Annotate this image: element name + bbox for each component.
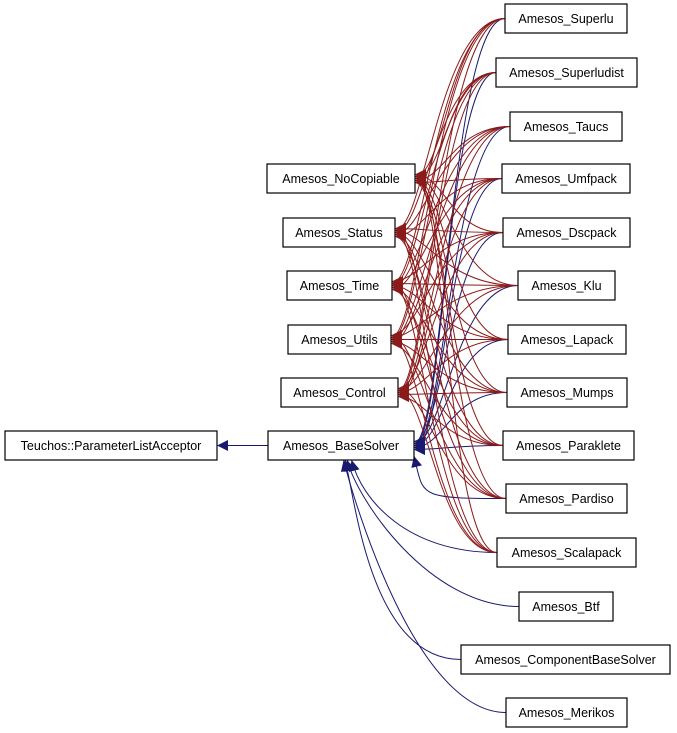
class-node-merikos[interactable]: Amesos_Merikos <box>505 697 628 728</box>
class-box <box>506 377 628 408</box>
class-label: Amesos_Pardiso <box>519 492 614 506</box>
class-box <box>460 644 671 675</box>
edge-pardiso-to-nocopy <box>414 169 507 499</box>
edge-klu-to-base <box>413 285 519 449</box>
class-box <box>287 324 392 355</box>
class-box <box>502 217 631 248</box>
class-box <box>501 163 631 194</box>
class-node-btf[interactable]: Amesos_Btf <box>518 591 614 622</box>
edge-merikos-to-base <box>340 459 507 713</box>
class-node-superlu[interactable]: Amesos_Superlu <box>504 3 628 34</box>
class-label: Amesos_ComponentBaseSolver <box>475 653 656 667</box>
edge-scalapack-to-utils <box>390 332 498 553</box>
class-label: Amesos_Taucs <box>524 120 609 134</box>
class-node-taucs[interactable]: Amesos_Taucs <box>509 111 623 142</box>
edge-btf-to-base <box>344 459 520 607</box>
edge-superlu-to-utils <box>390 18 506 343</box>
class-box <box>505 483 628 514</box>
class-label: Amesos_Mumps <box>520 386 613 400</box>
class-label: Amesos_Utils <box>301 333 377 347</box>
class-label: Amesos_Status <box>295 226 383 240</box>
class-label: Amesos_Superlu <box>518 12 613 26</box>
class-node-paraklete[interactable]: Amesos_Paraklete <box>502 430 635 461</box>
class-node-klu[interactable]: Amesos_Klu <box>517 270 616 301</box>
class-node-scalapack[interactable]: Amesos_Scalapack <box>496 537 637 568</box>
edge-umfpack-to-base <box>413 178 503 455</box>
nodes-layer: Teuchos::ParameterListAcceptor Amesos_Bas… <box>4 3 671 728</box>
class-label: Amesos_Dscpack <box>516 226 617 240</box>
class-node-nocopy[interactable]: Amesos_NoCopiable <box>266 163 416 194</box>
edge-scalapack-to-control <box>397 385 498 553</box>
class-label: Amesos_Btf <box>532 600 600 614</box>
edge-superludist-to-base <box>413 72 497 451</box>
class-box <box>505 697 628 728</box>
class-label: Amesos_BaseSolver <box>283 439 399 453</box>
class-label: Amesos_Superludist <box>509 66 624 80</box>
edge-superludist-to-utils <box>390 72 497 345</box>
edge-superludist-to-time <box>391 72 497 291</box>
class-box <box>4 430 218 461</box>
class-label: Amesos_Control <box>293 386 385 400</box>
class-node-mumps[interactable]: Amesos_Mumps <box>506 377 628 408</box>
class-box <box>282 217 396 248</box>
edge-paraklete-to-utils <box>390 338 504 446</box>
class-label: Amesos_Merikos <box>519 706 615 720</box>
class-node-pardiso[interactable]: Amesos_Pardiso <box>505 483 628 514</box>
class-label: Amesos_Time <box>300 279 379 293</box>
edge-lapack-to-base <box>413 339 509 451</box>
class-label: Amesos_NoCopiable <box>282 172 399 186</box>
class-node-dscpack[interactable]: Amesos_Dscpack <box>502 217 631 248</box>
edge-scalapack-to-base <box>348 459 498 553</box>
class-node-utils[interactable]: Amesos_Utils <box>287 324 392 355</box>
class-node-superludist[interactable]: Amesos_Superludist <box>495 57 638 88</box>
edge-paraklete-to-control <box>397 391 504 446</box>
edge-dscpack-to-base <box>413 232 504 447</box>
class-box <box>509 111 623 142</box>
class-box <box>495 57 638 88</box>
class-box <box>502 430 635 461</box>
class-label: Amesos_Klu <box>531 279 601 293</box>
class-box <box>504 3 628 34</box>
class-label: Teuchos::ParameterListAcceptor <box>21 439 202 453</box>
class-node-control[interactable]: Amesos_Control <box>280 377 399 408</box>
class-node-pla[interactable]: Teuchos::ParameterListAcceptor <box>4 430 218 461</box>
class-box <box>496 537 637 568</box>
class-box <box>267 430 415 461</box>
edge-scalapack-to-time <box>391 278 498 553</box>
class-node-umfpack[interactable]: Amesos_Umfpack <box>501 163 631 194</box>
class-label: Amesos_Umfpack <box>515 172 617 186</box>
class-node-base[interactable]: Amesos_BaseSolver <box>267 430 415 461</box>
edges-layer <box>217 18 520 713</box>
class-box <box>507 324 627 355</box>
class-label: Amesos_Scalapack <box>512 546 623 560</box>
class-label: Amesos_Paraklete <box>516 439 621 453</box>
edge-scalapack-to-nocopy <box>414 171 498 553</box>
class-box <box>517 270 616 301</box>
class-node-component[interactable]: Amesos_ComponentBaseSolver <box>460 644 671 675</box>
edge-pardiso-to-time <box>391 276 507 499</box>
edge-pardiso-to-status <box>394 223 507 499</box>
class-box <box>280 377 399 408</box>
class-box <box>286 270 393 301</box>
edge-superlu-to-status <box>394 18 506 236</box>
edge-scalapack-to-status <box>394 225 498 553</box>
class-node-status[interactable]: Amesos_Status <box>282 217 396 248</box>
edge-paraklete-to-base <box>413 443 504 455</box>
class-box <box>518 591 614 622</box>
class-box <box>266 163 416 194</box>
class-node-lapack[interactable]: Amesos_Lapack <box>507 324 627 355</box>
edge-taucs-to-utils <box>390 126 511 347</box>
edge-pardiso-to-base <box>411 455 507 499</box>
class-label: Amesos_Lapack <box>521 333 614 347</box>
class-node-time[interactable]: Amesos_Time <box>286 270 393 301</box>
